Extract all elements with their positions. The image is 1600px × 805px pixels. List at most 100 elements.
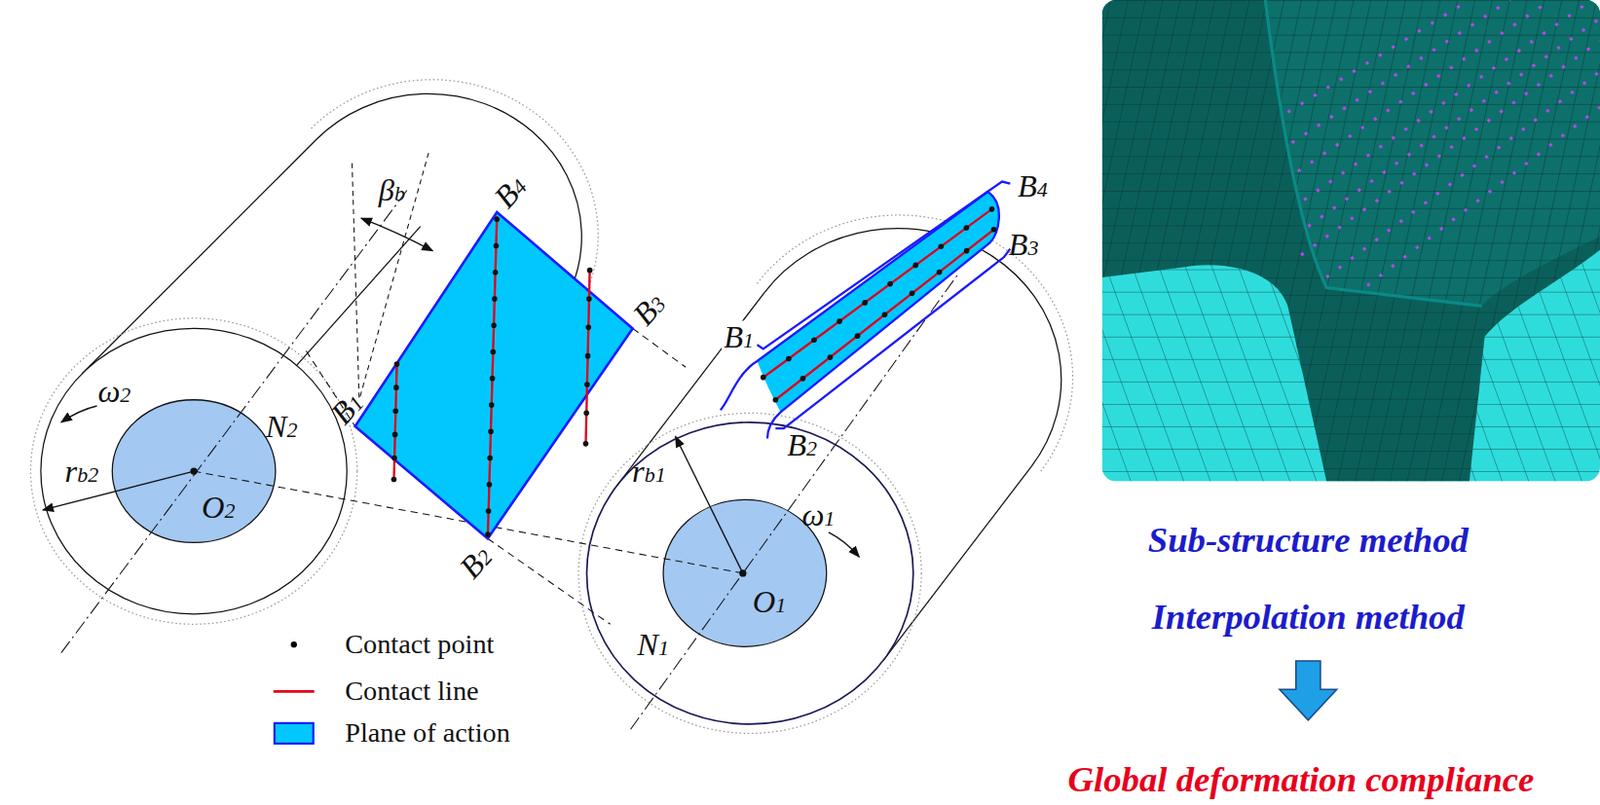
point-label: N2: [265, 410, 298, 443]
contact-point: [887, 281, 894, 288]
contact-point: [486, 482, 493, 488]
radius-label: rb1: [632, 455, 667, 487]
gear-2-cylinder: [30, 318, 357, 625]
fe-mesh-image: [1287, 0, 1600, 286]
fe-mesh-image: [1367, 107, 1600, 286]
contact-point: [489, 349, 496, 356]
gear-1-cylinder: [578, 215, 1073, 734]
contact-point: [392, 432, 399, 439]
fe-mesh-image: [1102, 0, 1600, 483]
gear-tooth: [756, 182, 1010, 350]
point-label: B4: [488, 170, 533, 215]
contact-point: [811, 336, 818, 343]
point-label: B3: [627, 287, 671, 332]
point-label: N1: [636, 629, 670, 661]
fe-mesh-image: [1265, 0, 1482, 306]
contact-point: [991, 226, 998, 233]
dimension-arrows: [61, 406, 98, 423]
gear-2-cylinder: [111, 400, 276, 544]
contact-point: [909, 291, 916, 298]
legend-sample: [273, 690, 315, 694]
down-arrow: [1279, 661, 1338, 721]
contact-point: [836, 318, 843, 325]
contact-point: [492, 269, 499, 276]
construction-lines: [352, 163, 360, 401]
contact-point: [585, 325, 592, 332]
gear-tooth: [775, 249, 1010, 429]
gear-1-cylinder: [587, 422, 914, 725]
contact-point: [393, 384, 400, 391]
construction-lines: [61, 188, 409, 654]
point-label: B1: [721, 321, 756, 353]
contact-point: [882, 311, 889, 318]
contact-point: [912, 262, 919, 269]
construction-lines: [487, 538, 611, 625]
contact-point: [773, 397, 780, 404]
point-label: B2: [786, 429, 818, 461]
gear-tooth: [720, 182, 1011, 440]
contact-point: [585, 353, 592, 360]
contact-point: [937, 243, 944, 250]
fe-mesh-image: [1102, 0, 1600, 483]
legend-text: Plane of action: [344, 719, 511, 747]
contact-point: [493, 243, 500, 250]
fe-mesh-image: [1287, 0, 1470, 112]
legend-swatch: [273, 722, 315, 745]
legend-sample: [291, 641, 298, 648]
contact-point: [485, 508, 492, 515]
contact-point: [488, 402, 495, 409]
gear-1-cylinder: [578, 412, 922, 734]
centre-point: [739, 569, 746, 577]
contact-point: [392, 408, 399, 414]
contact-point: [391, 455, 398, 462]
contact-point: [827, 354, 834, 361]
contact-point: [490, 322, 497, 329]
contact-point: [964, 248, 970, 255]
contact-point: [583, 441, 590, 447]
contact-point: [989, 206, 996, 213]
contact-point: [587, 267, 594, 274]
fe-mesh-image: [1298, 0, 1552, 172]
contact-line: [585, 268, 590, 447]
radius-label: rb2: [64, 455, 99, 487]
dimension-arrows: [828, 532, 859, 558]
speed-label: ω1: [801, 499, 835, 531]
construction-lines: [632, 328, 686, 368]
method-label: Interpolation method: [1152, 599, 1465, 636]
speed-label: ω2: [97, 375, 131, 408]
gear-tooth: [756, 191, 999, 412]
contact-point: [861, 299, 868, 306]
point-label: B2: [453, 540, 498, 585]
construction-lines: [61, 152, 958, 730]
fe-mesh-image: [1102, 0, 1600, 483]
contact-point: [493, 216, 500, 223]
contact-point: [583, 410, 590, 417]
contact-point: [487, 428, 494, 435]
contact-point: [586, 296, 593, 302]
contact-point: [491, 296, 498, 302]
contact-point: [760, 374, 767, 381]
fe-mesh-image: [1292, 0, 1511, 144]
point-label: B3: [1008, 228, 1040, 261]
contact-point: [489, 375, 496, 382]
dimension-arrows: [675, 436, 744, 573]
gear-tooth: [775, 229, 994, 401]
contact-point: [486, 455, 493, 462]
contact-point: [391, 477, 398, 484]
contact-point: [855, 333, 861, 339]
method-label: Sub-structure method: [1148, 522, 1469, 559]
contact-point: [964, 224, 970, 231]
gear-tooth: [763, 209, 993, 378]
fe-mesh-image: [1326, 71, 1600, 278]
contact-point: [760, 206, 997, 404]
centre-point: [189, 467, 197, 475]
fe-mesh-image: [1303, 0, 1592, 200]
point-label: B4: [1017, 169, 1048, 201]
contact-point: [936, 269, 943, 276]
fe-mesh-image: [1301, 40, 1600, 256]
centre-label: O2: [201, 491, 235, 523]
plane-of-action: [355, 212, 633, 539]
centre-label: O1: [752, 586, 786, 618]
